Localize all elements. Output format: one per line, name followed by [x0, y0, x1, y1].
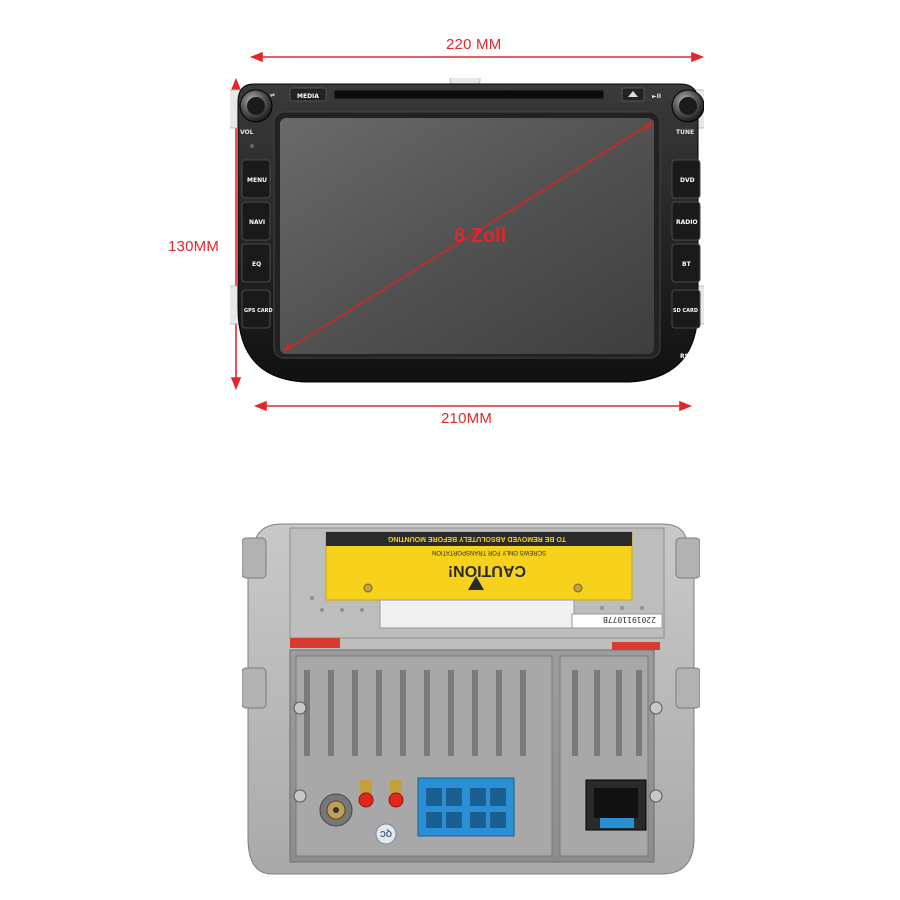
sd-card-button[interactable]: SD CARD — [673, 308, 698, 314]
menu-button[interactable]: MENU — [247, 177, 267, 184]
svg-text:⇌: ⇌ — [270, 92, 275, 99]
caution-line2: SCREWS ONLY FOR TRANSPORTATION — [432, 549, 546, 555]
caution-line1: TO BE REMOVED ABSOLUTELY BEFORE MOUNTING — [387, 535, 566, 542]
svg-text:►II: ►II — [652, 93, 661, 100]
navi-button[interactable]: NAVI — [249, 219, 265, 226]
rst-button[interactable]: RST — [680, 353, 694, 360]
gps-card-button[interactable]: GPS CARD — [244, 308, 273, 314]
bt-button[interactable]: BT — [682, 261, 692, 268]
eq-button[interactable]: EQ — [252, 261, 261, 268]
dvd-button[interactable]: DVD — [680, 177, 695, 184]
vol-label: VOL — [240, 129, 254, 136]
serial-label: 2201911077B — [603, 615, 656, 624]
qc-label: QC — [380, 829, 392, 838]
radio-button[interactable]: RADIO — [676, 219, 698, 226]
tune-label: TUNE — [676, 129, 694, 136]
screen-size-label: 8 Zoll — [454, 225, 506, 247]
head-unit-rear: CAUTION! TO BE REMOVED ABSOLUTELY BEFORE… — [241, 518, 701, 878]
media-button[interactable]: MEDIA — [297, 93, 319, 100]
dimension-height: 130MM — [168, 238, 220, 255]
dimension-bottom-width: 210MM — [441, 410, 493, 427]
caution-title: CAUTION! — [448, 562, 526, 579]
head-unit-front: ►II ⇌ VOL TUNE MEDIA ME — [223, 71, 711, 386]
dimension-top-width: 220 MM — [446, 36, 502, 53]
